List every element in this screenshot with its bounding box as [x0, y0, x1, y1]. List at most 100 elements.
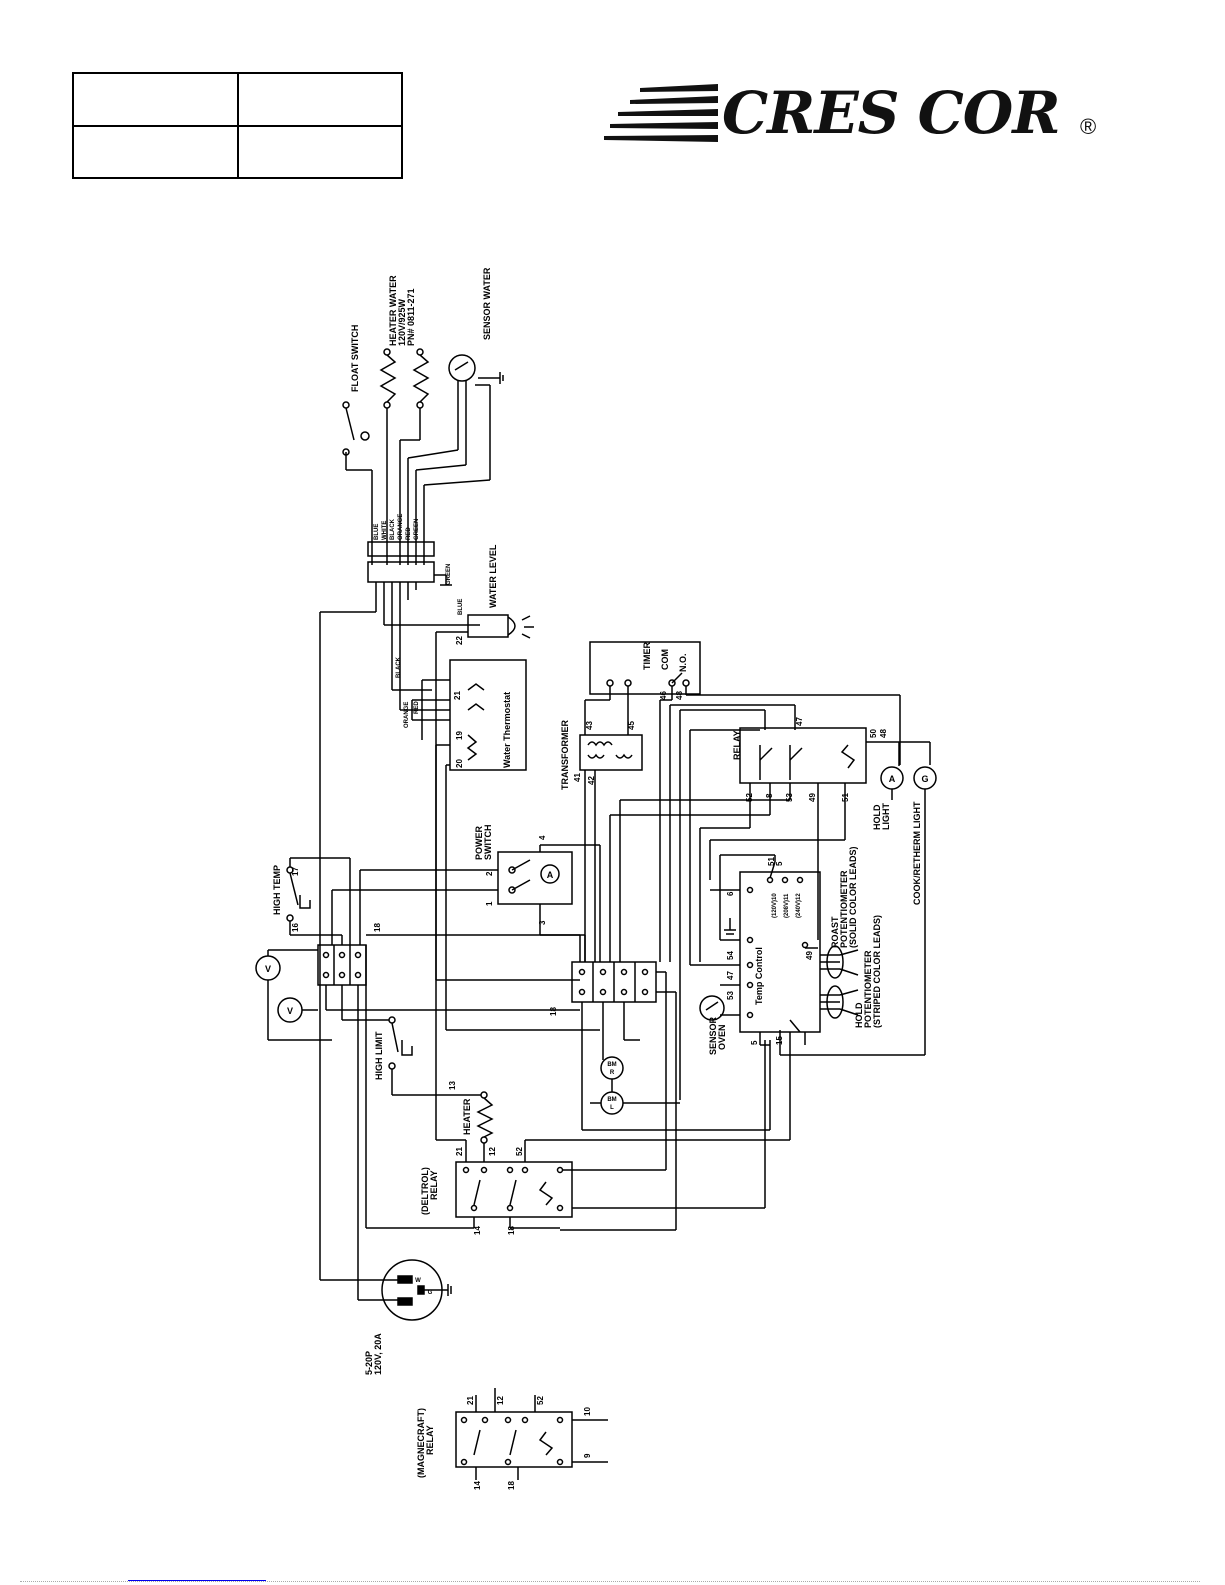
logo-speed-lines-icon [604, 84, 718, 142]
heater-label: HEATER [462, 1098, 472, 1135]
heater-water [379, 348, 430, 565]
wire-number: 43 [585, 721, 594, 730]
indicator-lamps [779, 742, 937, 1056]
roast-pot-label-3: (SOLID COLOR LEADS) [848, 847, 858, 949]
wire-color-red: RED [414, 701, 420, 714]
wire-number: 48 [675, 691, 684, 700]
water-terminal-block [319, 541, 480, 1281]
table-cell-bottom-left [74, 127, 239, 177]
terminal-color-red: RED [406, 527, 412, 540]
wire-number: 51 [767, 857, 776, 866]
wire-number: 4 [538, 835, 547, 840]
wire-number: 14 [473, 1226, 482, 1235]
heater-water-label-1: HEATER WATER [388, 275, 398, 346]
temp-control-range-208: (208V)11 [784, 893, 790, 918]
wire-number: 48 [879, 729, 888, 738]
wire-number: 45 [627, 721, 636, 730]
voltmeter-label-2: V [287, 1006, 293, 1016]
wire-number: 52 [745, 793, 754, 802]
voltmeters [255, 949, 332, 1041]
deltrol-relay [365, 985, 791, 1229]
roast-pot-label-1: ROAST [830, 916, 840, 948]
float-switch-label: FLOAT SWITCH [350, 325, 360, 392]
wire-number: 2 [485, 871, 494, 876]
heater-water-label-2: 120V/925W [397, 298, 407, 346]
footer-link[interactable] [128, 1580, 266, 1581]
sensor-oven [699, 995, 725, 1021]
motor-l-label-2: L [610, 1105, 614, 1111]
wire-number: 6 [726, 891, 735, 896]
main-terminal-left [317, 934, 581, 1301]
wire-number: 52 [536, 1396, 545, 1405]
wire-number: 18 [373, 923, 382, 932]
hold-pot-label-2: POTENTIOMETER [863, 950, 873, 1028]
timer-label: TIMER [642, 642, 652, 670]
float-switch [342, 401, 373, 565]
wire-number: 14 [473, 1481, 482, 1490]
blower-motors [590, 1056, 680, 1115]
wire-number: 18 [549, 1007, 558, 1016]
cres-cor-logo: CRES COR ® [600, 76, 1120, 166]
wire-number: 42 [587, 776, 596, 785]
terminal-color-white: WHITE [382, 521, 388, 540]
hold-lamp-label: A [889, 774, 896, 784]
transformer [579, 734, 643, 962]
cook-retherm-light-label: COOK/RETHERM LIGHT [912, 801, 922, 905]
wire-number: 47 [726, 971, 735, 980]
wire-number: 50 [869, 729, 878, 738]
wire-number: 18 [507, 1481, 516, 1490]
timer-no-label: N.O. [678, 653, 688, 672]
cook-lamp-label: G [921, 774, 928, 784]
wire-number: 21 [455, 1147, 464, 1156]
magnecraft-relay-label-1: (MAGNECRAFT) [416, 1408, 426, 1478]
ground-green-label: GREEN [446, 564, 452, 585]
main-terminal-right [560, 961, 771, 1231]
wire-number: 18 [507, 1226, 516, 1235]
wire-number: 12 [488, 1147, 497, 1156]
relay-label: RELAY [732, 730, 742, 760]
terminal-color-orange: ORANGE [398, 514, 404, 540]
deltrol-relay-label-2: RELAY [429, 1170, 439, 1200]
wire-number: 21 [453, 691, 462, 700]
wire-color-black: BLACK [396, 656, 402, 678]
wire-number: 53 [785, 793, 794, 802]
brand-name: CRES COR [722, 79, 1061, 147]
wire-number: 12 [496, 1396, 505, 1405]
wire-number: 21 [466, 1396, 475, 1405]
wire-number: 51 [841, 793, 850, 802]
wire-number: 17 [291, 867, 300, 876]
power-lamp-label: A [547, 870, 554, 880]
hold-light-label-1: HOLD [872, 804, 882, 830]
wire-number: 41 [573, 773, 582, 782]
relay [609, 704, 931, 1100]
wire-number: 46 [659, 691, 668, 700]
motor-r-label-1: BM [607, 1062, 616, 1068]
wire-number: 10 [583, 1407, 592, 1416]
temp-control [689, 729, 821, 1046]
plug-w-label: W [415, 1278, 421, 1284]
power-switch-label-2: SWITCH [483, 825, 493, 861]
wire-number: 8 [765, 793, 774, 798]
water-thermostat [411, 659, 600, 1031]
wire-number: 13 [448, 1081, 457, 1090]
wire-number: 52 [515, 1147, 524, 1156]
terminal-color-blue: BLUE [374, 524, 380, 540]
terminal-color-green: GREEN [414, 519, 420, 540]
timer-com-label: COM [660, 649, 670, 670]
sensor-water [407, 354, 504, 565]
registered-mark: ® [1080, 114, 1097, 139]
hold-pot-label-1: HOLD [854, 1002, 864, 1028]
hold-pot-label-3: (STRIPED COLOR LEADS) [872, 915, 882, 1028]
table-cell-top-right [239, 74, 401, 127]
footer-rule [20, 1581, 1200, 1582]
magnecraft-relay-label-2: RELAY [425, 1425, 435, 1455]
plug-receptacle [381, 1259, 452, 1321]
wire-number: 15 [775, 1036, 784, 1045]
wire-number: 1 [485, 901, 494, 906]
high-limit-label: HIGH LIMIT [374, 1031, 384, 1080]
motor-r-label-2: R [610, 1070, 615, 1076]
temp-control-range-240: (240V)12 [796, 893, 802, 918]
sensor-water-label: SENSOR WATER [482, 267, 492, 340]
wire-number: 5 [750, 1040, 759, 1045]
